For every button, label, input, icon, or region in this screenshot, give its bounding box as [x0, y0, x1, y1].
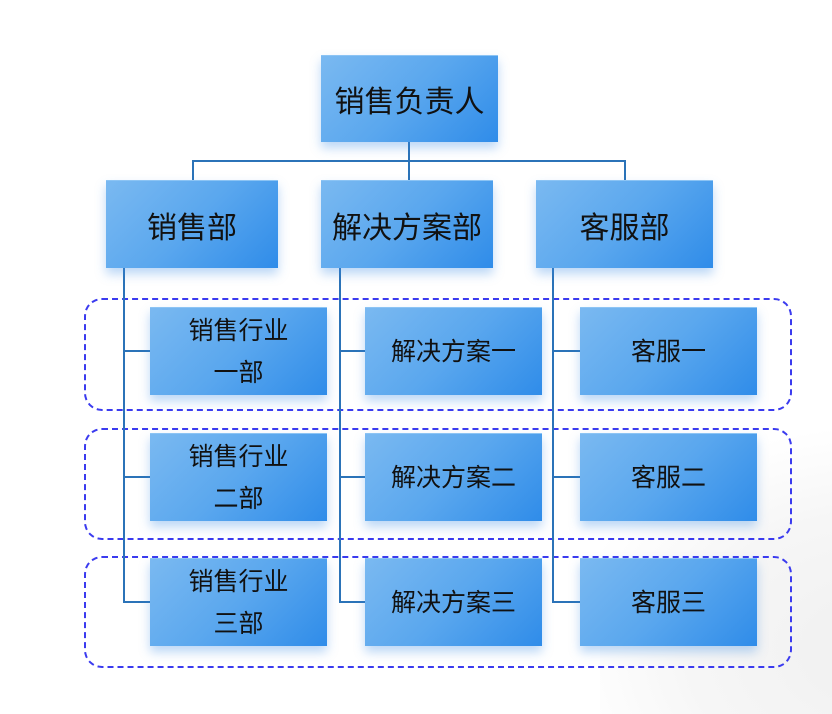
node-team: 销售行业一部 — [150, 307, 327, 395]
node-label: 销售行业二部 — [188, 441, 289, 513]
node-team: 解决方案二 — [365, 433, 542, 521]
connector-branch — [123, 350, 151, 352]
node-label: 客服一 — [630, 336, 706, 366]
group-row-1 — [84, 298, 792, 411]
connector-branch — [339, 350, 366, 352]
node-department: 解决方案部 — [321, 180, 493, 268]
node-team: 解决方案一 — [365, 307, 542, 395]
node-label: 销售部 — [147, 210, 237, 246]
connector-dept-1-up — [192, 160, 194, 180]
node-team: 销售行业三部 — [150, 558, 327, 646]
connector-branch — [123, 601, 151, 603]
node-label: 销售行业三部 — [188, 566, 289, 638]
node-team: 解决方案三 — [365, 558, 542, 646]
connector-branch — [339, 476, 366, 478]
connector-branch — [123, 476, 151, 478]
node-team: 客服三 — [580, 558, 757, 646]
node-team: 销售行业二部 — [150, 433, 327, 521]
node-team: 客服二 — [580, 433, 757, 521]
connector-branch — [339, 601, 366, 603]
connector-branch — [552, 601, 581, 603]
node-department: 销售部 — [106, 180, 278, 268]
connector-dept-3-up — [624, 160, 626, 180]
node-label: 解决方案三 — [390, 587, 516, 617]
node-department: 客服部 — [536, 180, 713, 268]
node-label: 客服部 — [579, 210, 670, 246]
node-label: 客服二 — [630, 462, 706, 492]
connector-col-1-vertical — [123, 268, 125, 603]
node-label: 销售负责人 — [334, 85, 485, 120]
node-label: 客服三 — [630, 587, 706, 617]
node-label: 解决方案一 — [390, 336, 516, 366]
connector-dept-2-up — [408, 160, 410, 180]
connector-col-3-vertical — [552, 268, 554, 603]
node-root: 销售负责人 — [321, 55, 498, 142]
node-label: 解决方案部 — [332, 210, 482, 246]
node-label: 解决方案二 — [390, 462, 516, 492]
group-row-2 — [84, 428, 792, 540]
connector-col-2-vertical — [339, 268, 341, 603]
group-row-3 — [84, 556, 792, 668]
node-team: 客服一 — [580, 307, 757, 395]
node-label: 销售行业一部 — [188, 315, 289, 387]
connector-root-down — [408, 142, 410, 162]
connector-branch — [552, 476, 581, 478]
connector-branch — [552, 350, 581, 352]
